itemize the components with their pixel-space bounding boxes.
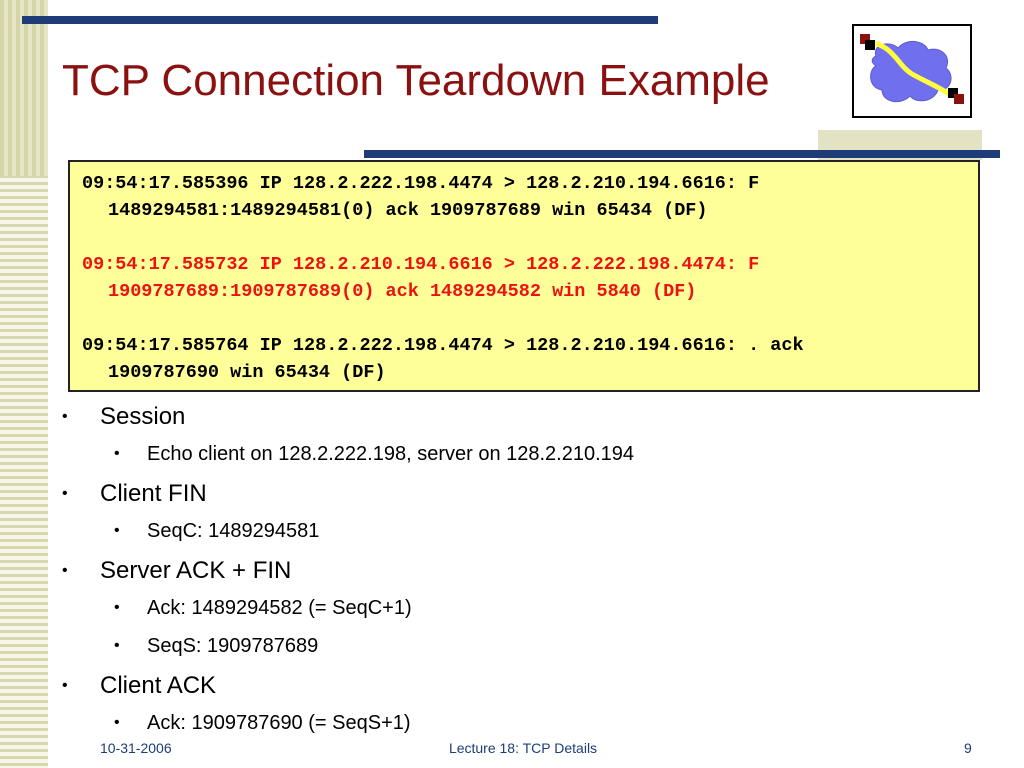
footer-lecture-title: Lecture 18: TCP Details [448,740,598,756]
trace-line-continuation: 1909787689:1909787689(0) ack 1489294582 … [108,281,697,302]
bullet-dot-icon: • [62,562,68,579]
bullet-dot-icon: • [62,677,68,694]
sub-bullet-text: Echo client on 128.2.222.198, server on … [147,443,635,465]
bullet-item: • Session [62,400,962,439]
bullet-text: Server ACK + FIN [100,557,292,584]
bullet-item: • Client FIN [62,477,962,516]
bullet-text: Client ACK [100,672,217,699]
network-cloud-icon [852,24,972,118]
bullet-dot-icon: • [62,485,68,502]
trace-entry: 09:54:17.585396 IP 128.2.222.198.4474 > … [82,170,966,224]
bullet-text: Session [100,403,186,430]
bullet-dot-icon: • [114,714,120,731]
slide-title: TCP Connection Teardown Example [62,56,770,105]
sub-bullet-text: Ack: 1909787690 (= SeqS+1) [147,712,411,734]
trace-line-header: 09:54:17.585764 IP 128.2.222.198.4474 > … [82,335,804,356]
footer-page-number: 9 [964,740,972,756]
sub-bullet-item: • Ack: 1489294582 (= SeqC+1) [62,593,962,631]
trace-line-continuation: 1489294581:1489294581(0) ack 1909787689 … [108,200,708,221]
top-accent-bar [22,16,658,24]
bullet-dot-icon: • [114,445,120,462]
left-stripe-header-decoration [0,0,48,176]
bullet-item: • Client ACK [62,669,962,708]
bullet-dot-icon: • [62,408,68,425]
sub-bullet-item: • SeqS: 1909787689 [62,631,962,669]
mid-accent-bar [364,150,1000,158]
sub-bullet-text: SeqS: 1909787689 [147,635,319,657]
bullet-dot-icon: • [114,522,120,539]
bullet-text: Client FIN [100,480,207,507]
trace-line-continuation: 1909787690 win 65434 (DF) [108,362,386,383]
bullet-dot-icon: • [114,637,120,654]
bullet-dot-icon: • [114,599,120,616]
trace-line-header: 09:54:17.585732 IP 128.2.210.194.6616 > … [82,254,760,275]
sub-bullet-item: • Echo client on 128.2.222.198, server on… [62,439,962,477]
sub-bullet-item: • SeqC: 1489294581 [62,516,962,554]
footer-date: 10-31-2006 [100,740,172,756]
bullet-list: • Session • Echo client on 128.2.222.198, s… [62,400,962,746]
sub-bullet-item: • Ack: 1909787690 (= SeqS+1) [62,708,962,746]
trace-entry: 09:54:17.585732 IP 128.2.210.194.6616 > … [82,251,966,305]
tcpdump-trace-box: 09:54:17.585396 IP 128.2.222.198.4474 > … [68,160,980,392]
sub-bullet-text: Ack: 1489294582 (= SeqC+1) [147,597,412,619]
trace-entry: 09:54:17.585764 IP 128.2.222.198.4474 > … [82,332,966,386]
sub-bullet-text: SeqC: 1489294581 [147,520,320,542]
bullet-item: • Server ACK + FIN [62,554,962,593]
trace-line-header: 09:54:17.585396 IP 128.2.222.198.4474 > … [82,173,760,194]
